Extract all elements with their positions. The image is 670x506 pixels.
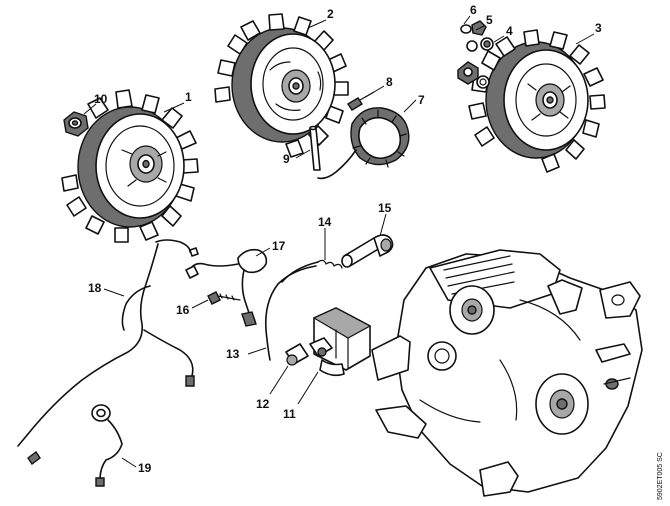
callout-5: 5 [486,13,493,27]
callout-2: 2 [327,7,334,21]
stator-7 [317,91,410,180]
screw-16 [207,291,241,305]
ignition-lead-13 [264,261,319,361]
callout-11: 11 [283,407,296,421]
hardware-4-5-6 [457,20,494,89]
callout-15: 15 [378,201,392,215]
connector-12 [285,343,309,366]
callout-18: 18 [88,281,102,295]
pin-9 [309,125,321,171]
callout-8: 8 [386,75,393,89]
callout-4: 4 [506,24,513,38]
callout-17: 17 [272,239,286,253]
nut-10 [63,111,89,137]
spring-14 [317,259,343,269]
callout-16: 16 [176,303,190,317]
ignition-module-11 [309,307,372,377]
callout-1: 1 [185,90,192,104]
callout-13: 13 [226,347,240,361]
callout-labels: 1 2 3 4 5 6 7 8 9 10 11 12 13 14 15 16 1… [88,3,602,475]
wiring-harness-18 [17,239,199,466]
plug-boot-15 [341,234,394,268]
callout-7: 7 [418,93,425,107]
callout-12: 12 [256,397,270,411]
leader-lines [83,15,595,468]
ground-wire-19 [91,404,123,487]
drawing-reference: 5902ET005 SC [657,452,664,500]
callout-19: 19 [138,461,152,475]
callout-3: 3 [595,21,602,35]
flywheel-1 [61,89,199,243]
callout-6: 6 [470,3,477,17]
callout-10: 10 [94,92,108,106]
flywheel-3 [468,29,606,173]
wire-harness-17 [185,248,268,327]
callout-14: 14 [318,215,332,229]
callout-9: 9 [283,152,290,166]
crankcase-assembly [371,249,643,497]
flywheel-2 [214,13,349,158]
